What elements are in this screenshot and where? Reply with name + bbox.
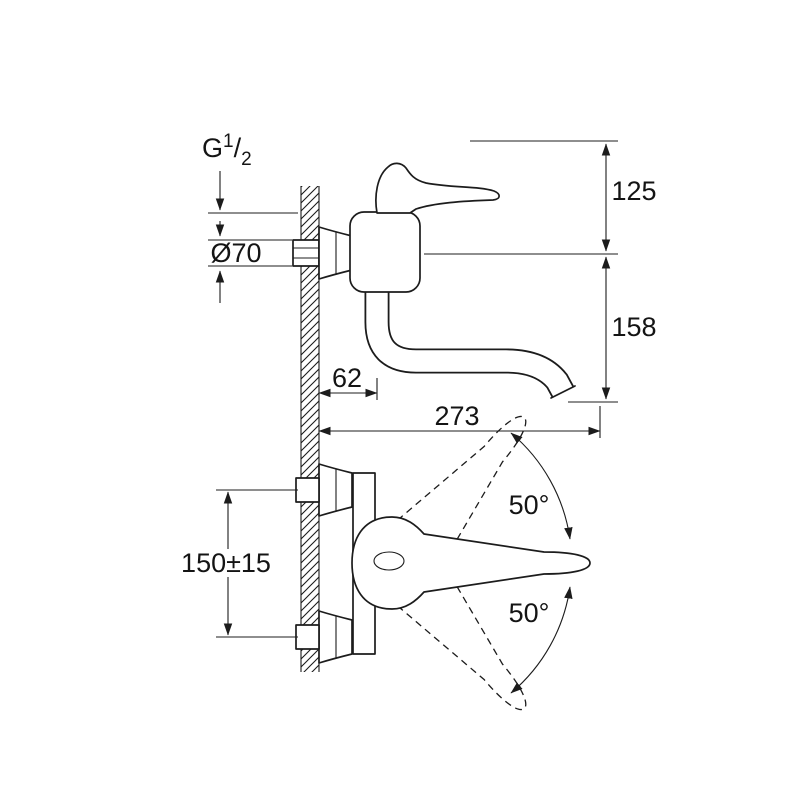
side-view [292,162,576,399]
dim-158-label: 158 [611,312,656,342]
body-logo-badge [373,551,405,571]
dimension-connection-spacing: 150±15 [174,489,298,638]
swivel-arc-lower [510,586,573,694]
plan-view [295,415,591,711]
connection-nut [292,239,320,267]
dimension-reach: 62 273 [318,363,601,438]
nut-facets [293,247,319,259]
dim-150-label: 150±15 [181,548,271,578]
dim-150-label-background [174,549,278,577]
lever-handle [375,162,500,214]
lower-nut [295,624,320,650]
dim-125-label: 125 [611,176,656,206]
angle-upper-label: 50° [509,490,550,520]
dim-273-label: 273 [434,401,479,431]
dim-thread-label: G1/2 [202,131,252,170]
spout-fill [366,288,573,398]
dimension-heights: 125 158 [424,140,657,403]
swivel-arc-upper [510,432,573,540]
dim-flange-diameter-label: Ø70 [210,238,261,268]
dimension-swivel-angles: 50° 50° [509,490,550,628]
dim-62-label: 62 [332,363,362,393]
upper-nut [295,477,320,503]
body-and-spout-plan [351,516,591,610]
spout-aerator-cap [550,385,576,399]
wall-hatch [301,186,319,672]
dimension-thread-and-diameter: G1/2 Ø70 [202,131,298,303]
mixer-body [349,211,421,293]
angle-lower-label: 50° [509,598,550,628]
